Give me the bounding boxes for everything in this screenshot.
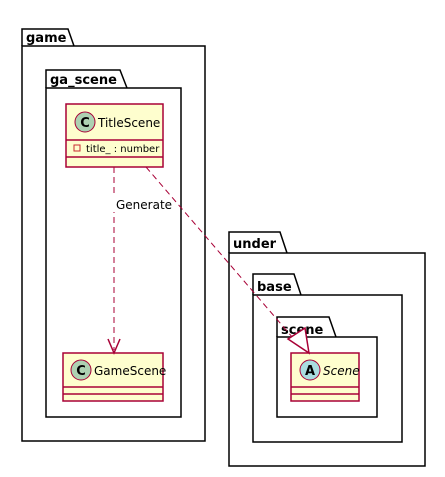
package-game-tab [21,28,75,47]
class-c-icon-letter: C [80,116,90,131]
package-ga-scene-title: ga_scene [50,73,117,88]
class-game-scene-name: GameScene [94,364,166,378]
class-c-icon-letter: C [76,364,86,379]
class-title-scene[interactable]: C TitleScene title_ : number [65,103,164,168]
class-game-scene[interactable]: C GameScene [62,352,166,402]
relation-generate-label: Generate [116,198,172,212]
class-scene[interactable]: A Scene [290,352,360,402]
relation-inherits-scene-line [145,166,300,346]
abstract-a-icon [299,359,321,381]
relation-inherits-scene[interactable] [145,166,311,355]
class-title-scene-attribute: title_ : number [86,144,160,155]
package-ga-scene-tab [45,69,128,89]
relation-generate-label-bg [112,196,170,212]
abstract-a-icon-letter: A [305,364,315,379]
package-scene-tab [276,316,337,338]
package-game-title: game [26,31,67,46]
class-c-icon [74,111,96,133]
package-under-title: under [233,237,277,252]
package-base-title: base [257,280,292,295]
triangle-arrowhead-icon [286,326,311,355]
relation-generate[interactable]: Generate [107,167,172,355]
package-base-tab [252,273,302,296]
arrowhead-open-icon [107,338,121,355]
class-title-scene-name: TitleScene [97,116,160,130]
private-attribute-icon [73,144,81,152]
package-under-tab [228,231,288,254]
class-scene-name: Scene [323,364,360,378]
class-c-icon [70,359,92,381]
